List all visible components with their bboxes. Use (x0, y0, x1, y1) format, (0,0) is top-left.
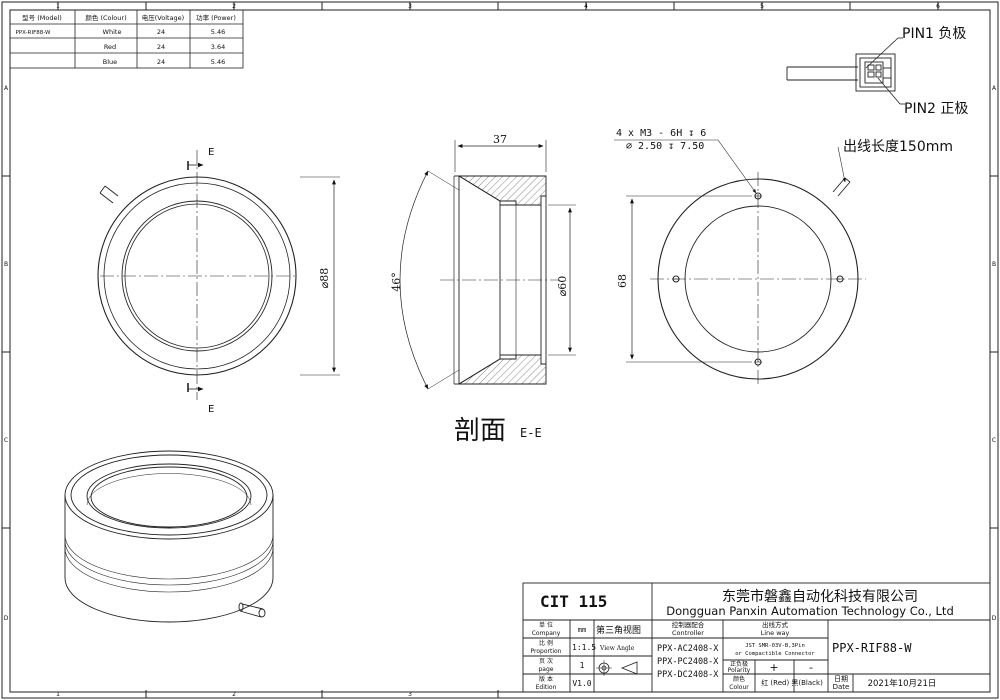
colour-value: 红 (Red) 黑(Black) (761, 678, 823, 687)
row-label: C (992, 437, 996, 444)
spec-power-cell: 3.64 (211, 43, 225, 51)
lineway-spec-2: or Compactible Connector (735, 651, 815, 657)
section-view (399, 140, 576, 390)
projection-label: 第三角视图 (596, 624, 641, 636)
section-bore-dimension: ⌀60 (556, 276, 569, 297)
lineway-spec-1: JST SMR-03V-B,3Pin (745, 643, 805, 649)
polarity-label-en: Polarity (728, 667, 751, 674)
scale-label-cn: 比 例 (539, 639, 553, 647)
spec-header-colour: 颜色 (Colour) (85, 13, 126, 22)
controller-model: PPX-AC2408-X (657, 644, 719, 654)
section-marker-top: E (208, 147, 214, 158)
column-label: 3 (408, 3, 412, 10)
spec-colour-cell: Red (104, 43, 116, 51)
spec-power-cell: 5.46 (211, 28, 225, 36)
spec-header-model: 型号 (Model) (22, 13, 62, 22)
section-width-dimension: 37 (493, 133, 507, 146)
unit-label-cn: 单 位 (539, 621, 553, 629)
row-label: D (4, 615, 9, 622)
spec-header-voltage: 电压(Voltage) (142, 13, 184, 22)
spec-header-power: 功率 (Power) (196, 13, 236, 22)
polarity-label-cn: 正负极 (730, 660, 748, 668)
polarity-minus: - (809, 661, 813, 674)
section-title: 剖面 (454, 416, 506, 446)
section-angle-dimension: 46° (390, 272, 403, 292)
spec-colour-cell: White (103, 28, 122, 36)
section-marker-bottom: E (208, 404, 214, 415)
isometric-view (64, 450, 274, 623)
column-label: 3 (408, 691, 412, 698)
column-label: 2 (232, 3, 236, 10)
page-value: 1 (580, 661, 585, 670)
edition-value: V1.0 (572, 679, 591, 688)
controller-label-en: Controller (672, 629, 704, 637)
polarity-plus: + (769, 661, 778, 674)
lineway-label-en: Line way (761, 629, 790, 637)
column-label: 1 (56, 691, 60, 698)
column-label: 6 (936, 3, 940, 10)
row-label: D (992, 615, 997, 622)
front-view (97, 150, 340, 400)
column-label: 1 (56, 3, 60, 10)
company-name-en: Dongguan Panxin Automation Technology Co… (666, 604, 954, 618)
row-label: B (992, 261, 996, 268)
pin1-label: PIN1 负极 (902, 26, 966, 42)
date-value: 2021年10月21日 (868, 678, 937, 689)
spec-voltage-cell: 24 (157, 28, 165, 36)
row-label: C (4, 437, 8, 444)
date-label-en: Date (833, 683, 850, 691)
column-label: 2 (232, 691, 236, 698)
colour-label-en: Colour (729, 684, 749, 691)
row-label: A (4, 85, 9, 92)
title-block: CIT 115 东莞市磐鑫自动化科技有限公司 Dongguan Panxin A… (522, 582, 991, 693)
spec-table: 型号 (Model) 颜色 (Colour) 电压(Voltage) 功率 (P… (9, 9, 244, 69)
controller-label-cn: 控制器配合 (672, 620, 705, 629)
section-id: E-E (520, 426, 542, 440)
spec-colour-cell: Blue (103, 58, 117, 66)
holes-spec-line1: 4 x M3 - 6H ↧ 6 (616, 128, 706, 139)
pin2-label: PIN2 正极 (904, 101, 968, 117)
unit-value: mm (578, 626, 586, 634)
connector-detail: PIN1 负极 PIN2 正极 (786, 26, 968, 117)
row-label: A (992, 85, 997, 92)
column-label: 5 (760, 3, 764, 10)
spec-voltage-cell: 24 (157, 43, 165, 51)
row-label: B (4, 261, 8, 268)
page-label-en: page (539, 666, 554, 673)
company-name-cn: 东莞市磐鑫自动化科技有限公司 (722, 588, 918, 605)
spec-model-cell: PPX-RIF88-W (16, 30, 51, 36)
scale-label-en: Proportion (531, 648, 562, 655)
spec-power-cell: 5.46 (211, 58, 225, 66)
edition-label-cn: 版 本 (539, 675, 553, 683)
page-label-cn: 页 次 (539, 657, 553, 665)
front-diameter-dimension: ⌀88 (318, 268, 331, 289)
lineway-label-cn: 出线方式 (762, 620, 789, 629)
controller-model: PPX-DC2408-X (657, 670, 719, 680)
cable-length-label: 出线长度150mm (843, 139, 953, 155)
controller-model: PPX-PC2408-X (657, 657, 719, 667)
view-angle-label: View Angle (599, 645, 635, 652)
edition-label-en: Edition (536, 684, 557, 691)
hole-spacing-dimension: 68 (616, 274, 629, 288)
unit-label-en: Company (532, 630, 561, 637)
holes-spec-line2: ⌀ 2.50 ↧ 7.50 (626, 141, 704, 152)
spec-voltage-cell: 24 (157, 58, 165, 66)
date-label-cn: 日期 (834, 675, 848, 683)
part-number: PPX-RIF88-W (832, 641, 912, 655)
back-view (614, 139, 866, 386)
colour-label-cn: 颜色 (733, 675, 745, 683)
scale-value: 1:1.5 (572, 643, 596, 652)
column-label: 4 (584, 3, 588, 10)
projection-symbol-icon (596, 660, 638, 676)
doc-code: CIT 115 (540, 592, 607, 611)
